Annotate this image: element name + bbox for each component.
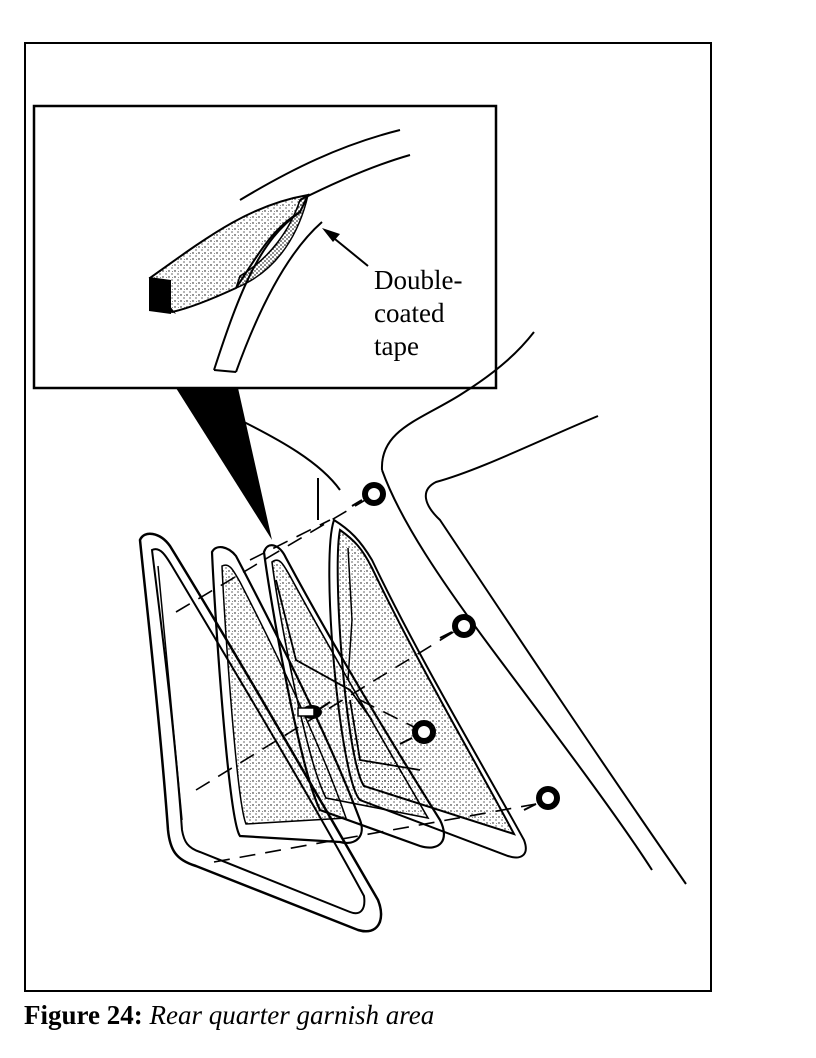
clip-fastener (399, 720, 436, 745)
tape-callout-line1: Double- (374, 265, 463, 295)
inset-weatherstrip-detail (213, 129, 411, 373)
figure-frame (24, 42, 712, 992)
clip-fastener (351, 482, 386, 507)
double-coated-tape-strip (148, 193, 310, 315)
detail-inset-box (32, 104, 498, 390)
clip-fastener (523, 786, 560, 811)
tape-callout-line3: tape (374, 331, 419, 361)
tape-leader-arrow (322, 228, 369, 267)
clip-fastener (439, 614, 476, 639)
quarter-garnish-molding (138, 532, 383, 933)
figure-title: Rear quarter garnish area (149, 1000, 435, 1030)
tape-callout-label: Double- coated tape (374, 264, 462, 363)
inset-pointer-wedge (176, 388, 272, 540)
car-body-outline (239, 331, 687, 885)
tape-callout-line2: coated (374, 298, 445, 328)
quarter-window-glass (210, 546, 363, 844)
figure-caption: Figure 24: Rear quarter garnish area (24, 1000, 784, 1031)
rear-quarter-garnish-illustration (32, 104, 687, 933)
figure-number: Figure 24: (24, 1000, 143, 1030)
screw-fastener (297, 701, 331, 719)
alignment-dashed-lines (175, 495, 537, 863)
